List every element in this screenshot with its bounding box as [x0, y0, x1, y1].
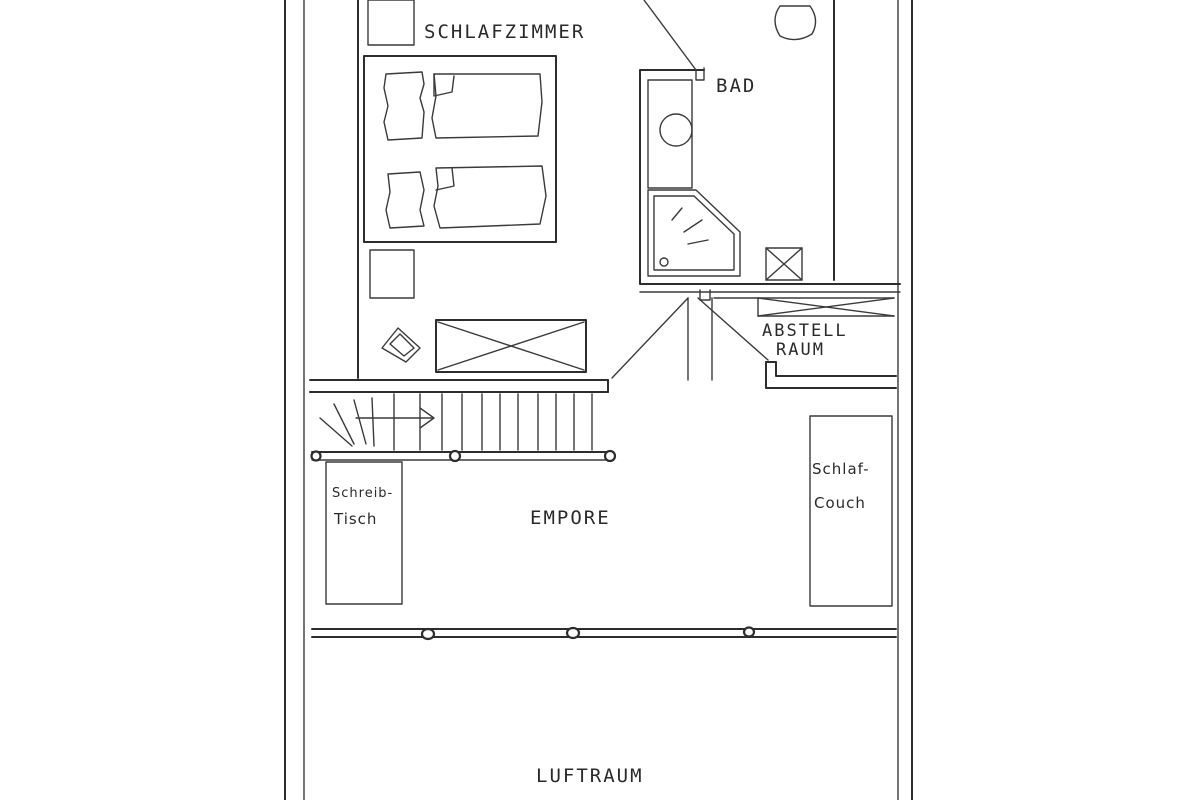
blanket-fold	[433, 73, 455, 97]
shower	[647, 189, 741, 277]
door-swing	[697, 297, 769, 361]
furniture-label-sofa-line1: Schlaf-	[812, 460, 870, 478]
staircase	[309, 379, 617, 463]
blanket	[433, 165, 547, 229]
furniture-label-desk-line2: Tisch	[333, 510, 377, 528]
railing-post	[742, 626, 756, 638]
pillow	[385, 171, 425, 229]
toilet	[774, 5, 817, 41]
outer-walls	[284, 0, 913, 800]
blanket-fold	[435, 167, 455, 191]
railing-post	[420, 627, 436, 641]
furniture-label-sofa-line2: Couch	[814, 494, 866, 512]
stair-direction-arrow	[355, 407, 435, 429]
blanket	[431, 73, 543, 139]
bedroom-walls	[357, 0, 415, 379]
storage-room	[697, 289, 897, 389]
wardrobe	[435, 319, 587, 373]
furniture-label-desk-line1: Schreib-	[332, 486, 393, 501]
washing-machine	[765, 247, 803, 281]
sofa-bed	[809, 415, 893, 607]
door-swing	[643, 0, 697, 71]
room-label-gallery: EMPORE	[530, 507, 611, 529]
room-label-storage-line1: ABSTELL	[762, 321, 848, 341]
railing-post	[603, 449, 617, 463]
railing-post	[310, 450, 322, 462]
room-label-bath: BAD	[716, 75, 756, 97]
room-label-air-space: LUFTRAUM	[536, 765, 644, 787]
closet	[367, 0, 415, 46]
nightstand	[369, 249, 415, 299]
room-label-bedroom: SCHLAFZIMMER	[424, 21, 585, 43]
double-bed	[363, 55, 557, 243]
railing-post	[565, 626, 581, 640]
room-label-storage-line2: RAUM	[776, 340, 825, 360]
desk	[325, 461, 403, 605]
chair	[381, 327, 421, 363]
doorway	[611, 297, 713, 381]
railing-post	[448, 449, 462, 463]
sink	[647, 79, 693, 189]
gallery-railing	[311, 626, 897, 641]
pillow	[383, 71, 425, 141]
bathroom-walls	[639, 0, 901, 293]
